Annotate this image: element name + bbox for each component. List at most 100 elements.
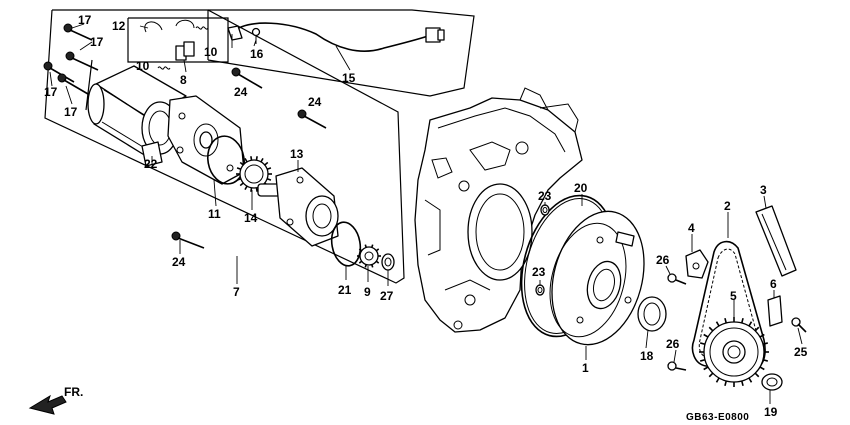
gear-tooth — [699, 358, 706, 362]
part-13-starter-clutch-housing — [275, 167, 339, 247]
callout-17: 17 — [44, 85, 58, 99]
gear-tooth — [715, 377, 720, 383]
gear-tooth — [236, 167, 242, 170]
part-24-bolt-c — [171, 231, 205, 249]
callout-26: 26 — [666, 337, 680, 351]
part-11-o-ring — [206, 135, 246, 185]
part-23-dowel-upper — [540, 204, 550, 216]
gear-tooth — [759, 333, 765, 338]
gear-tooth — [364, 244, 367, 248]
gear-tooth — [239, 182, 244, 187]
part-23-dowel-lower — [535, 284, 545, 296]
callout-23: 23 — [532, 265, 546, 279]
gear-tooth — [759, 366, 765, 371]
drawing-code: GB63-E0800 — [686, 412, 749, 423]
part-24-bolt-b — [297, 109, 327, 129]
part-10-spring-upper — [195, 26, 209, 30]
gear-tooth — [260, 158, 264, 163]
gear-tooth — [244, 158, 248, 163]
crankcase-left — [414, 87, 583, 333]
callout-7: 7 — [233, 285, 240, 299]
callout-24: 24 — [308, 95, 322, 109]
gear-tooth — [255, 156, 258, 161]
callout-12: 12 — [112, 19, 126, 33]
callout-13: 13 — [290, 147, 304, 161]
gear-tooth — [358, 260, 363, 264]
gear-tooth — [236, 178, 242, 181]
callout-27: 27 — [380, 289, 394, 303]
callout-4: 4 — [688, 221, 695, 235]
gear-tooth — [715, 321, 720, 327]
part-5-sprocket — [699, 317, 769, 387]
part-6-plate — [767, 295, 783, 327]
part-15-wire-harness — [227, 22, 445, 52]
callout-17: 17 — [90, 35, 104, 49]
gear-tooth — [699, 342, 706, 346]
gear-tooth — [703, 366, 709, 371]
part-14-reduction-gear — [236, 156, 283, 197]
gear-tooth — [250, 187, 253, 192]
leader-lines — [49, 23, 803, 404]
callout-11: 11 — [208, 207, 221, 221]
callout-17: 17 — [78, 13, 92, 27]
gear-tooth — [754, 372, 760, 378]
callout-17: 17 — [64, 105, 78, 119]
part-4-tensioner — [685, 249, 709, 279]
gear-tooth — [375, 248, 380, 252]
part-21-o-ring — [330, 221, 362, 267]
callout-22: 22 — [144, 157, 158, 171]
front-arrow-icon — [28, 394, 67, 415]
part-17-bolt-a — [63, 23, 93, 41]
callout-10: 10 — [136, 59, 150, 73]
part-8-brush-holder — [144, 19, 195, 61]
gear-tooth — [364, 264, 367, 268]
gear-tooth — [239, 161, 244, 166]
front-direction-indicator: FR. — [28, 385, 83, 415]
gear-tooth — [762, 342, 769, 346]
gear-tooth — [708, 326, 714, 332]
part-10-spring-lower — [157, 66, 171, 70]
gear-tooth — [748, 321, 753, 327]
group-frame-harness — [207, 9, 475, 97]
part-3-chain-guide — [755, 205, 797, 277]
gear-tooth — [724, 380, 728, 387]
part-17-bolt-d — [57, 73, 89, 95]
callout-6: 6 — [770, 277, 777, 291]
part-22-armature-brush — [141, 141, 163, 167]
gear-tooth — [740, 317, 744, 324]
part-26-bolt-upper — [667, 273, 687, 285]
gear-tooth — [264, 161, 269, 166]
part-24-bolt-a — [231, 67, 263, 89]
callout-9: 9 — [364, 285, 371, 299]
callout-15: 15 — [342, 71, 356, 85]
gear-tooth — [371, 264, 374, 268]
gear-tooth — [250, 156, 253, 161]
gear-tooth — [740, 380, 744, 387]
callout-labels: 17 17 17 17 12 10 10 8 16 15 24 24 22 11… — [44, 13, 808, 419]
group-frame-brush-holder — [127, 17, 229, 63]
part-18-oil-seal — [637, 296, 667, 332]
gear-tooth — [266, 167, 272, 170]
gear-tooth — [754, 326, 760, 332]
gear-tooth — [375, 260, 380, 264]
part-11-end-housing — [167, 95, 245, 185]
gear-tooth — [244, 185, 248, 190]
callout-19: 19 — [764, 405, 778, 419]
callout-1: 1 — [582, 361, 589, 375]
part-17-bolt-b — [65, 51, 99, 71]
part-16-screw — [251, 27, 261, 44]
callout-8: 8 — [180, 73, 187, 87]
front-arrow-label: FR. — [64, 385, 83, 399]
gear-tooth — [762, 358, 769, 362]
callout-21: 21 — [338, 283, 352, 297]
callout-2: 2 — [724, 199, 731, 213]
gear-tooth — [358, 248, 363, 252]
part-1-cover — [549, 210, 645, 346]
gear-tooth — [724, 317, 728, 324]
gear-tooth — [708, 372, 714, 378]
callout-20: 20 — [574, 181, 588, 195]
callout-23: 23 — [538, 189, 552, 203]
callout-18: 18 — [640, 349, 654, 363]
part-9-gear — [357, 244, 381, 268]
